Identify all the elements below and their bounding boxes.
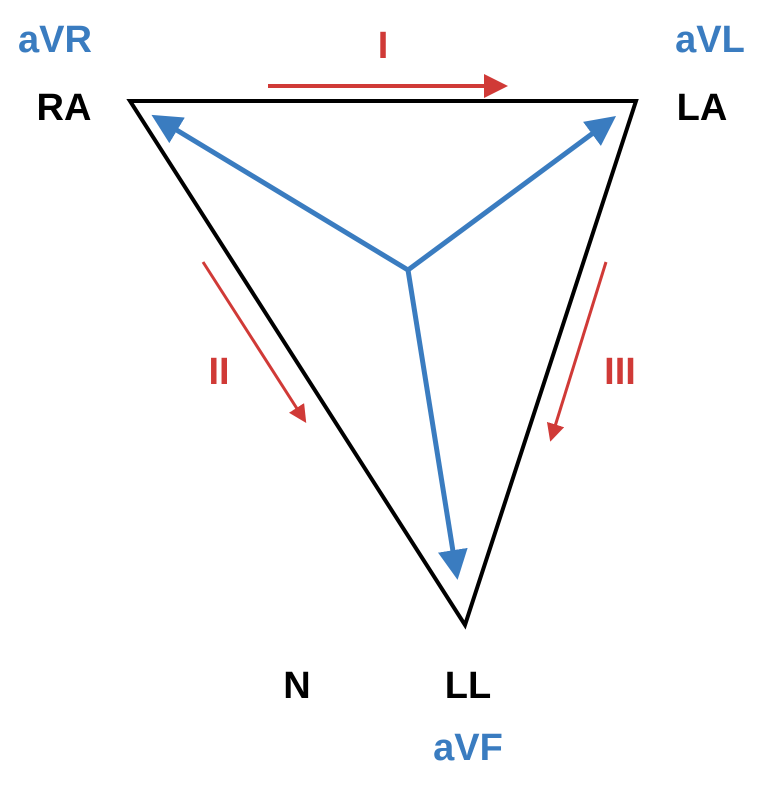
label-lead-i: I <box>378 25 389 67</box>
label-lead-iii: III <box>604 351 636 393</box>
label-n: N <box>283 665 310 707</box>
label-la: LA <box>677 87 728 129</box>
label-avf: aVF <box>433 727 503 769</box>
avf-vector-arrow <box>405 269 468 580</box>
avr-vector-arrow <box>151 114 410 273</box>
label-avl: aVL <box>675 19 745 61</box>
label-lead-ii: II <box>208 351 229 393</box>
lead-ii-arrow <box>201 261 307 424</box>
label-avr: aVR <box>18 19 92 61</box>
lead-iii-arrow <box>546 261 608 442</box>
avl-vector-arrow <box>406 116 617 273</box>
label-ra: RA <box>37 87 92 129</box>
triangle <box>126 99 639 630</box>
label-ll: LL <box>445 665 491 707</box>
